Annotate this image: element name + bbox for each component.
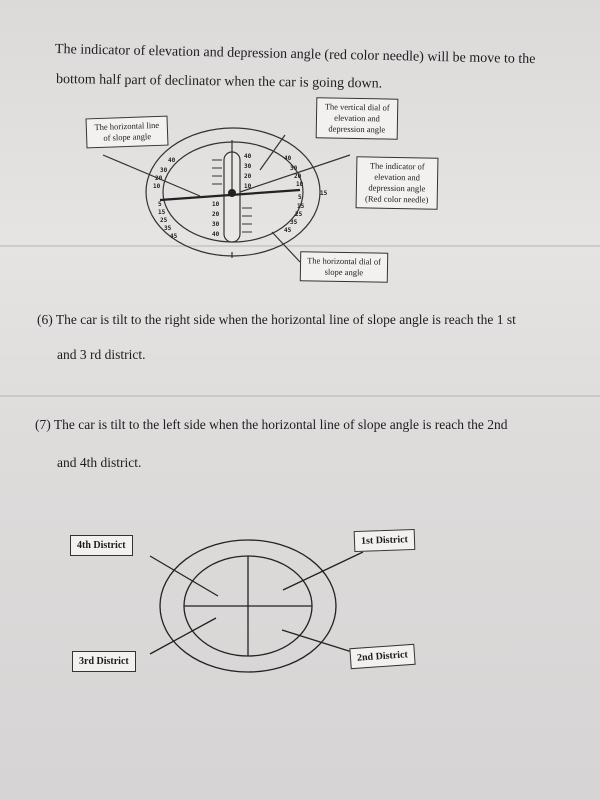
dial-num: 15: [158, 209, 166, 216]
dial-num: 5: [158, 201, 162, 208]
dial-num: 35: [164, 225, 172, 232]
district-2-label: 2nd District: [349, 643, 416, 670]
district-3-label: 3rd District: [72, 651, 136, 672]
item6-line-1: (6) The car is tilt to the right side wh…: [37, 312, 516, 327]
district-1-label: 1st District: [353, 528, 416, 553]
dial-num: 20: [212, 211, 220, 218]
dial-num: 20: [155, 175, 163, 182]
dial-num: 15: [320, 190, 328, 197]
dial-num: 30: [244, 163, 252, 170]
dial-num: 30: [212, 221, 220, 228]
item7-line-2: and 4th district.: [57, 455, 142, 470]
dial-num: 25: [160, 217, 168, 224]
dial-num: 30: [290, 165, 298, 172]
dial-num: 10: [296, 181, 304, 188]
item6-line-2: and 3 rd district.: [57, 347, 146, 362]
dial-num: 45: [170, 233, 178, 240]
dial-num: 30: [160, 167, 168, 174]
dial-num: 40: [284, 155, 292, 162]
dial-num: 20: [294, 173, 302, 180]
dial-num: 40: [168, 157, 176, 164]
dial-num: 10: [212, 201, 220, 208]
paper-fold: [0, 395, 600, 397]
dial-num: 40: [244, 153, 252, 160]
dial-num: 45: [284, 227, 292, 234]
dial-num: 25: [295, 211, 303, 218]
dial-num: 10: [153, 183, 161, 190]
dial-num: 20: [244, 173, 252, 180]
dial-num: 10: [244, 183, 252, 190]
dial-num: 15: [297, 203, 305, 210]
district-4-label: 4th District: [70, 535, 133, 556]
dial-num: 40: [212, 231, 220, 238]
item7-line-1: (7) The car is tilt to the left side whe…: [35, 417, 508, 432]
dial-num: 35: [290, 219, 298, 226]
dial-num: 5: [298, 194, 302, 201]
paper-fold: [0, 245, 600, 247]
needle-pivot: [228, 189, 236, 197]
